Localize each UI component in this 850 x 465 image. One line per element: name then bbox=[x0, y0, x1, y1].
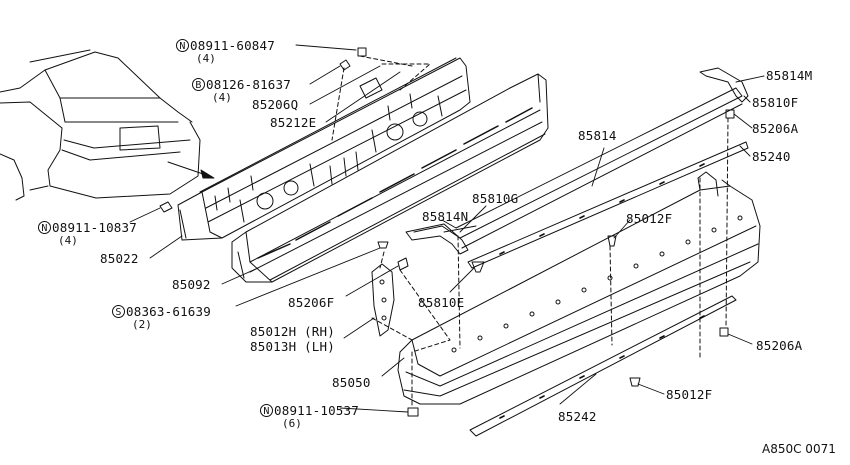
label-85206F: 85206F bbox=[288, 295, 335, 310]
fasteners bbox=[160, 48, 734, 416]
qty-n-08911-10537: (6) bbox=[282, 417, 302, 430]
label-85814N: 85814N bbox=[422, 209, 469, 224]
label-85814: 85814 bbox=[578, 128, 617, 143]
label-85814M: 85814M bbox=[766, 68, 813, 83]
label-85206A-bottom: 85206A bbox=[756, 338, 803, 353]
strip-85240 bbox=[468, 142, 748, 268]
alignment-lines bbox=[332, 56, 728, 408]
label-85013H: 85013H (LH) bbox=[250, 339, 335, 354]
label-85212E: 85212E bbox=[270, 115, 317, 130]
label-85022: 85022 bbox=[100, 251, 139, 266]
leader-lines bbox=[130, 45, 764, 412]
moulding-85814 bbox=[406, 68, 748, 254]
bumper-bracket-85012H bbox=[372, 264, 394, 336]
diagram-code: A850C 0071 bbox=[762, 442, 836, 456]
label-85206Q: 85206Q bbox=[252, 97, 299, 112]
qty-n-08911-60847: (4) bbox=[196, 52, 216, 65]
label-85240: 85240 bbox=[752, 149, 791, 164]
label-85206A-top: 85206A bbox=[752, 121, 799, 136]
label-85810F: 85810F bbox=[752, 95, 799, 110]
direction-arrow bbox=[168, 162, 214, 178]
label-85012F-bottom: 85012F bbox=[666, 387, 713, 402]
label-85092: 85092 bbox=[172, 277, 211, 292]
label-85012H: 85012H (RH) bbox=[250, 324, 335, 339]
label-85810G: 85810G bbox=[472, 191, 519, 206]
qty-n-08911-10837: (4) bbox=[58, 234, 78, 247]
label-85242: 85242 bbox=[558, 409, 597, 424]
bumper-cover-85092 bbox=[232, 74, 548, 282]
label-85050: 85050 bbox=[332, 375, 371, 390]
bumper-85050 bbox=[398, 172, 760, 404]
label-85012F-mid: 85012F bbox=[626, 211, 673, 226]
strip-85242 bbox=[470, 296, 736, 436]
qty-s-08363-61639: (2) bbox=[132, 318, 152, 331]
car-body-outline bbox=[0, 50, 200, 200]
qty-b-08126-81637: (4) bbox=[212, 91, 232, 104]
bumper-reinforcement-85022 bbox=[178, 58, 470, 240]
label-85810E: 85810E bbox=[418, 295, 465, 310]
